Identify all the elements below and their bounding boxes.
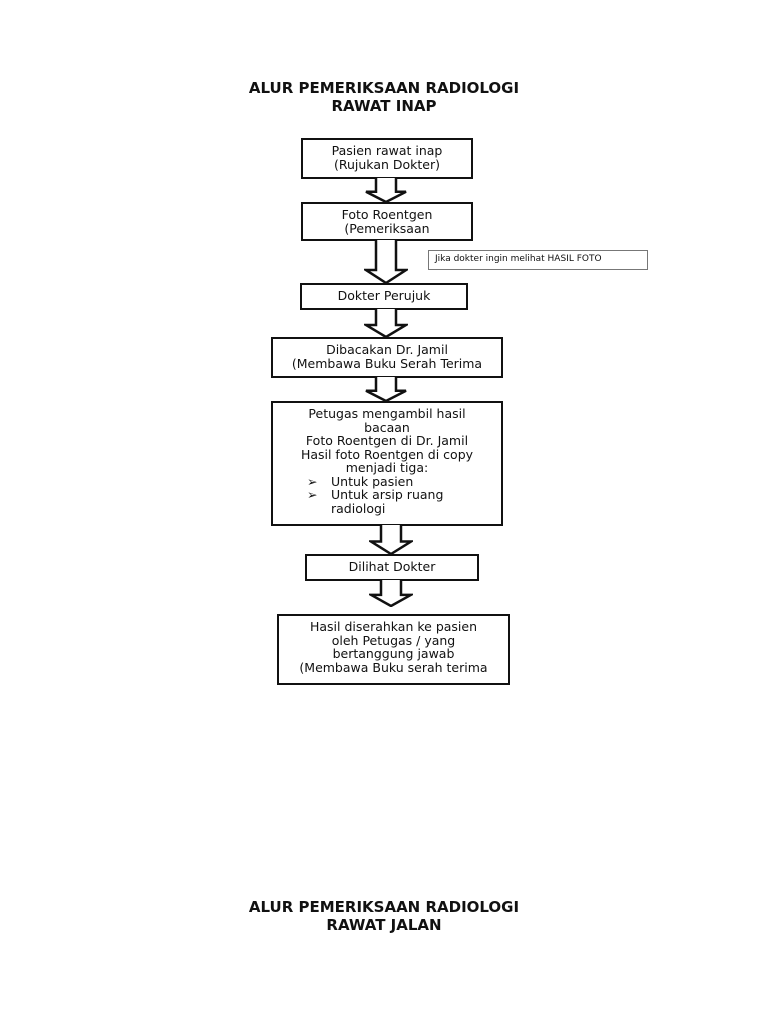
box-text: (Membawa Buku serah terima bbox=[299, 659, 488, 675]
box-text: (Rujukan Dokter) bbox=[333, 156, 440, 172]
bullet-icon: ➢ bbox=[307, 487, 318, 502]
title-line: RAWAT INAP bbox=[331, 97, 437, 115]
bullet-continuation: radiologi bbox=[331, 500, 386, 516]
flow-arrow bbox=[364, 240, 408, 284]
bullet-item: ➢ Untuk arsip ruang bbox=[273, 488, 501, 502]
box-text: Pasien rawat inap bbox=[331, 143, 443, 158]
box-text: (Pemeriksaan bbox=[344, 220, 430, 236]
box-text: Hasil foto Roentgen di copy bbox=[300, 446, 474, 462]
box-text: oleh Petugas / yang bbox=[331, 632, 456, 648]
box-text: bertanggung jawab bbox=[332, 646, 455, 661]
note-box: Jika dokter ingin melihat HASIL FOTO bbox=[428, 250, 648, 270]
flow-arrow bbox=[365, 178, 407, 203]
box-dibacakan: Dibacakan Dr. Jamil (Membawa Buku Serah … bbox=[271, 337, 503, 378]
box-petugas: Petugas mengambil hasil bacaan Foto Roen… bbox=[271, 401, 503, 526]
title-line: ALUR PEMERIKSAAN RADIOLOGI bbox=[248, 79, 520, 97]
title-line: RAWAT JALAN bbox=[326, 916, 442, 934]
flow-arrow bbox=[369, 525, 413, 555]
box-text: (Membawa Buku Serah Terima bbox=[291, 355, 483, 371]
box-foto-roentgen: Foto Roentgen (Pemeriksaan bbox=[301, 202, 473, 241]
box-text: Foto Roentgen di Dr. Jamil bbox=[305, 433, 469, 448]
bullet-icon: ➢ bbox=[307, 473, 318, 489]
bullet-item: ➢ Untuk pasien bbox=[273, 473, 501, 489]
box-hasil-diserahkan: Hasil diserahkan ke pasien oleh Petugas … bbox=[277, 614, 510, 685]
box-text: Dibacakan Dr. Jamil bbox=[326, 342, 448, 357]
box-text: Foto Roentgen bbox=[341, 207, 433, 222]
box-text: bacaan bbox=[364, 419, 410, 435]
box-dilihat-dokter: Dilihat Dokter bbox=[305, 554, 479, 581]
box-text: Hasil diserahkan ke pasien bbox=[309, 619, 478, 634]
box-pasien: Pasien rawat inap (Rujukan Dokter) bbox=[301, 138, 473, 179]
box-text: Petugas mengambil hasil bbox=[308, 406, 466, 421]
flow-arrow bbox=[364, 309, 408, 338]
flow-arrow bbox=[365, 377, 407, 402]
box-text: Dilihat Dokter bbox=[348, 559, 436, 574]
bullet-text: Untuk pasien bbox=[331, 473, 414, 489]
title-rawat-inap: ALUR PEMERIKSAAN RADIOLOGI RAWAT INAP bbox=[0, 79, 768, 115]
flow-arrow bbox=[369, 580, 413, 607]
box-text: Dokter Perujuk bbox=[337, 288, 431, 303]
title-line: ALUR PEMERIKSAAN RADIOLOGI bbox=[248, 898, 520, 916]
title-rawat-jalan: ALUR PEMERIKSAAN RADIOLOGI RAWAT JALAN bbox=[0, 898, 768, 934]
box-dokter-perujuk: Dokter Perujuk bbox=[300, 283, 468, 310]
bullet-text: Untuk arsip ruang bbox=[331, 487, 444, 502]
box-text: menjadi tiga: bbox=[345, 460, 429, 475]
